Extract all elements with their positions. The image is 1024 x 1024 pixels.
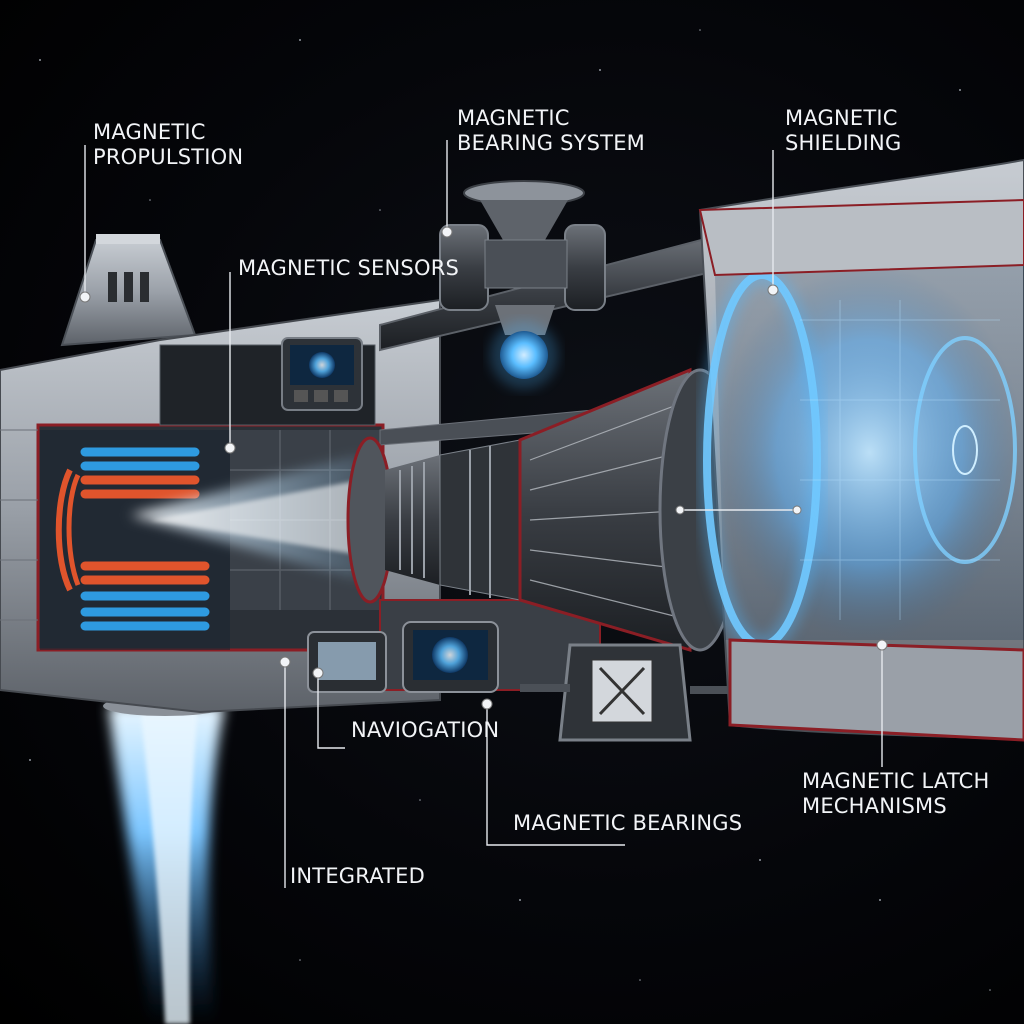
exhaust-plume bbox=[103, 696, 227, 1024]
plasma-beam bbox=[130, 455, 360, 580]
label-magnetic-propulsion: MAGNETIC PROPULSTION bbox=[93, 120, 244, 169]
label-magnetic-bearings: MAGNETIC BEARINGS bbox=[513, 811, 743, 835]
navigation-bays bbox=[307, 621, 499, 693]
label-magnetic-latch-mechanisms: MAGNETIC LATCH MECHANISMS bbox=[802, 769, 990, 818]
label-magnetic-sensors: MAGNETIC SENSORS bbox=[238, 256, 460, 280]
bearing-system-assembly bbox=[439, 180, 606, 389]
leader-dots bbox=[79, 226, 888, 710]
bearings-housing bbox=[520, 643, 760, 742]
star-field bbox=[29, 29, 991, 991]
propulsion-cone bbox=[60, 234, 197, 347]
label-naviogation: NAVIOGATION bbox=[351, 718, 500, 742]
shielding-cylinder bbox=[698, 158, 1024, 742]
magnetic-coils bbox=[40, 430, 230, 650]
label-magnetic-bearing-system: MAGNETIC BEARING SYSTEM bbox=[457, 106, 645, 155]
label-magnetic-shielding: MAGNETIC SHIELDING bbox=[785, 106, 902, 155]
label-integrated: INTEGRATED bbox=[290, 864, 426, 888]
leader-lines bbox=[84, 140, 883, 888]
